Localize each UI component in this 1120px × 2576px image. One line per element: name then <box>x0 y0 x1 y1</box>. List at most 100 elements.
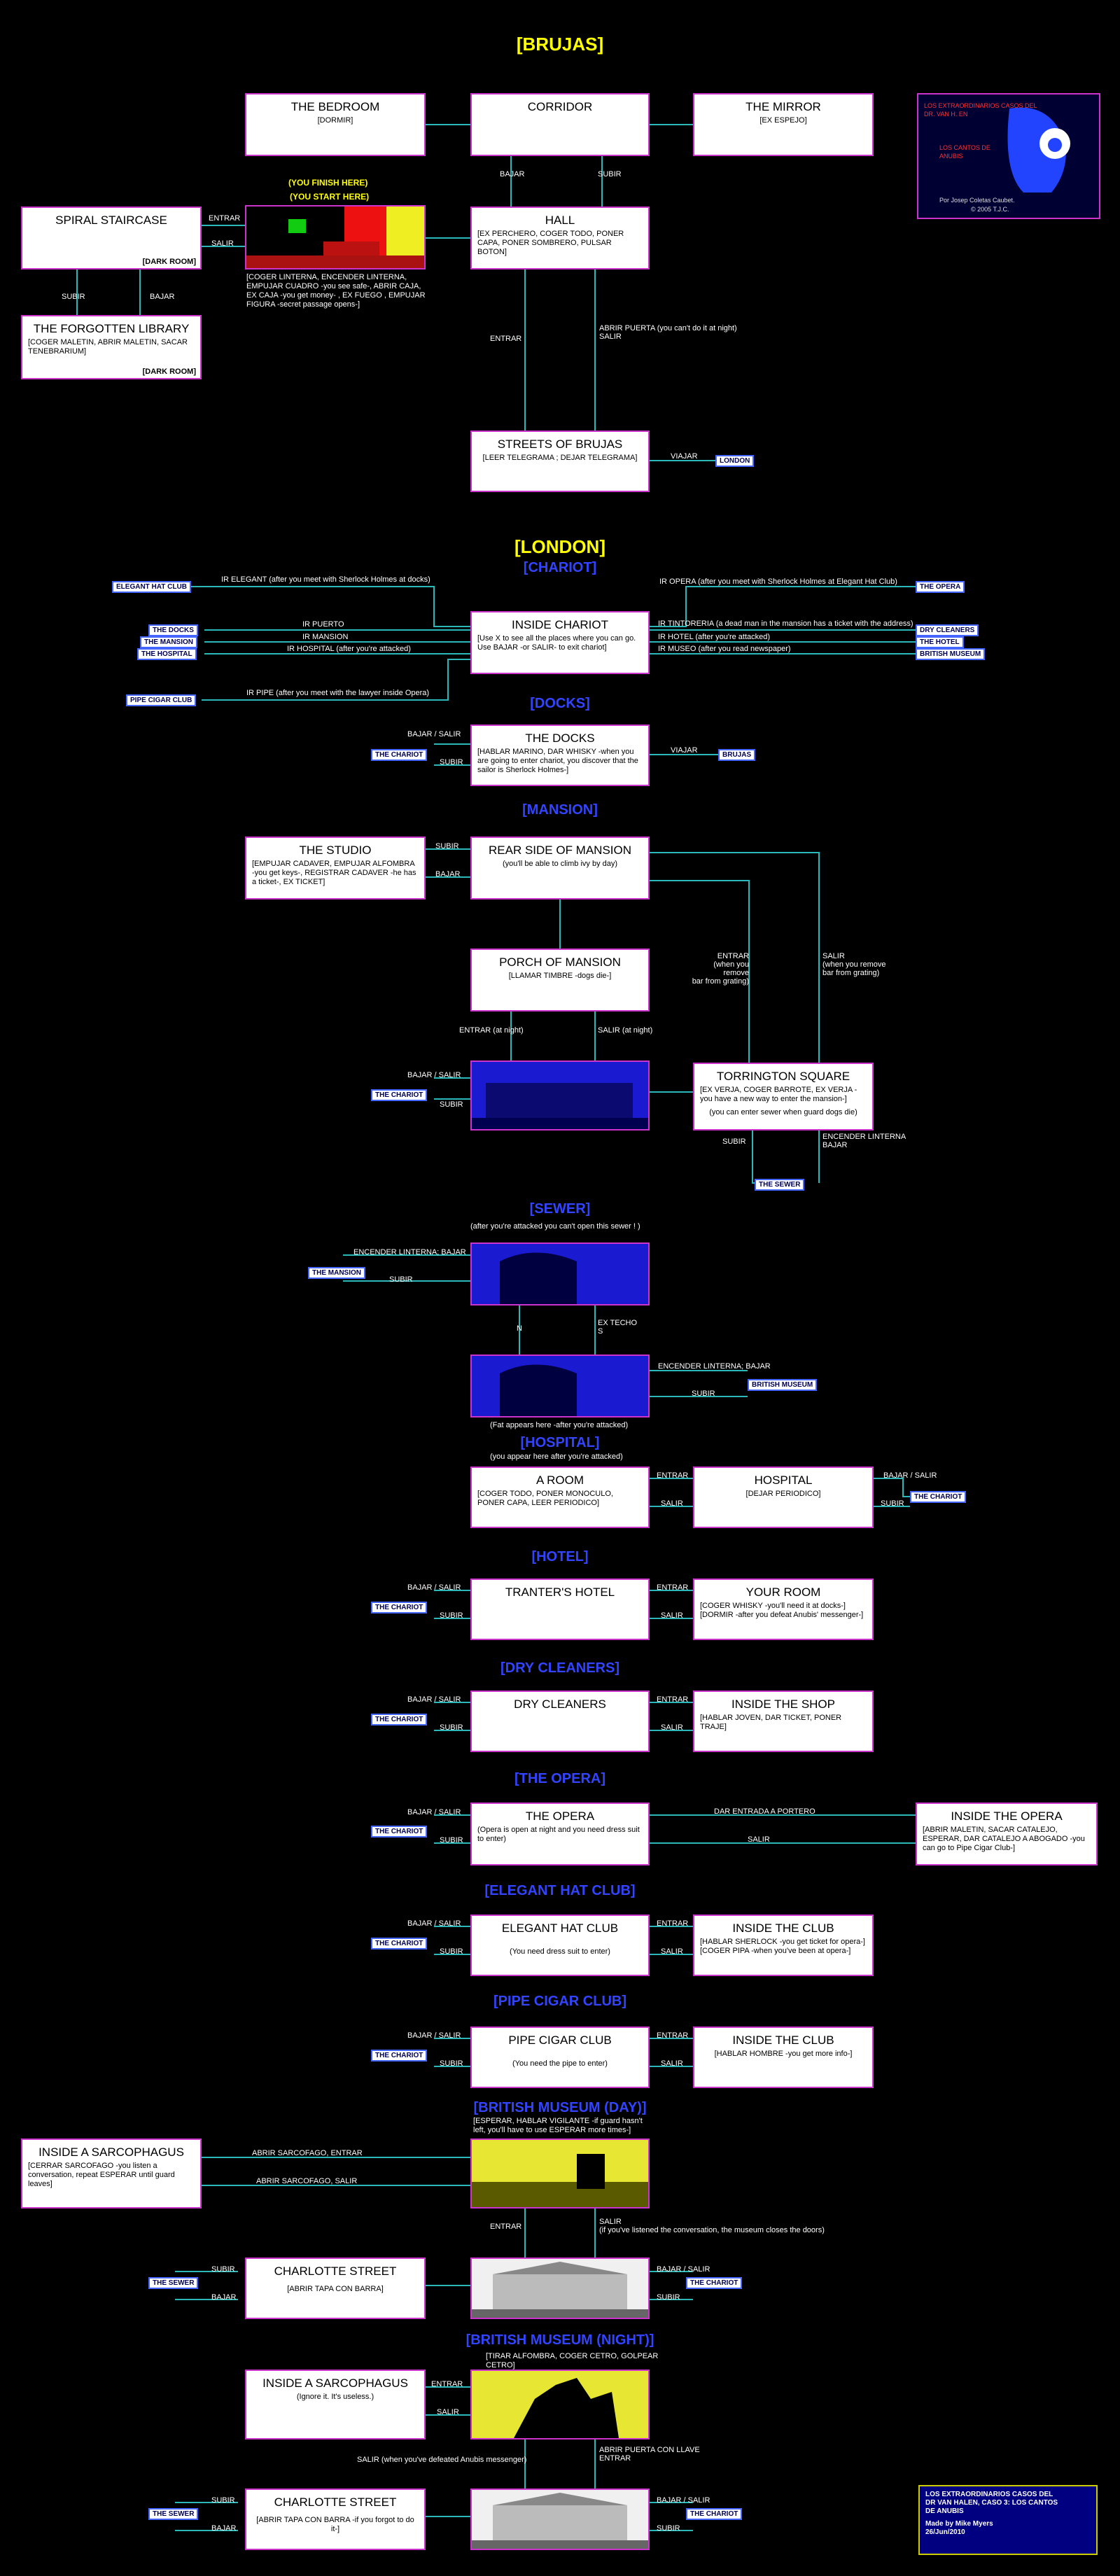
room-title: CHARLOTTE STREET <box>274 2264 397 2278</box>
room-dry-cleaners[interactable]: DRY CLEANERS <box>470 1690 650 1752</box>
room-title: CORRIDOR <box>527 100 593 113</box>
room-your-room[interactable]: YOUR ROOM [COGER WHISKY -you'll need it … <box>693 1578 874 1640</box>
start-here-note: (YOU START HERE) <box>290 192 370 202</box>
link-tag-the-chariot[interactable]: THE CHARIOT <box>371 1938 428 1949</box>
link-tag-the-chariot[interactable]: THE CHARIOT <box>371 749 428 761</box>
link-tag-the-sewer[interactable]: THE SEWER <box>148 2508 199 2520</box>
room-mirror[interactable]: THE MIRROR [EX ESPEJO] <box>693 93 874 156</box>
room-inside-a-sarcophagus-night[interactable]: INSIDE A SARCOPHAGUS (Ignore it. It's us… <box>245 2370 426 2440</box>
link-tag-the-hotel[interactable]: THE HOTEL <box>916 636 964 648</box>
link-tag-the-hospital[interactable]: THE HOSPITAL <box>137 648 197 660</box>
room-pipe-cigar-club[interactable]: PIPE CIGAR CLUB (You need the pipe to en… <box>470 2026 650 2088</box>
room-the-studio[interactable]: THE STUDIO [EMPUJAR CADAVER, EMPUJAR ALF… <box>245 836 426 899</box>
room-spiral-staircase[interactable]: SPIRAL STAIRCASE [DARK ROOM] <box>21 206 202 270</box>
room-inside-the-opera[interactable]: INSIDE THE OPERA [ABRIR MALETIN, SACAR C… <box>916 1802 1098 1865</box>
credits-line3: DE ANUBIS <box>925 2507 964 2515</box>
label-subir: SUBIR <box>722 1138 746 1146</box>
room-inside-the-club-pipe[interactable]: INSIDE THE CLUB [HABLAR HOMBRE -you get … <box>693 2026 874 2088</box>
room-forgotten-library[interactable]: THE FORGOTTEN LIBRARY [COGER MALETIN, AB… <box>21 315 202 379</box>
link-tag-the-mansion[interactable]: THE MANSION <box>308 1267 365 1279</box>
link-tag-elegant-hat-club[interactable]: ELEGANT HAT CLUB <box>112 581 191 593</box>
label-salir: SALIR <box>661 1499 683 1508</box>
room-corridor[interactable]: CORRIDOR <box>470 93 650 156</box>
link-tag-the-chariot[interactable]: THE CHARIOT <box>686 2277 743 2289</box>
label-subir: SUBIR <box>211 2496 235 2505</box>
room-desc: [LLAMAR TIMBRE -dogs die-] <box>508 972 612 980</box>
room-desc: [HABLAR HOMBRE -you get more info-] <box>714 2050 853 2058</box>
room-hall[interactable]: HALL [EX PERCHERO, COGER TODO, PONER CAP… <box>470 206 650 270</box>
room-porch-of-mansion[interactable]: PORCH OF MANSION [LLAMAR TIMBRE -dogs di… <box>470 948 650 1011</box>
section-elegant-hat-club: [ELEGANT HAT CLUB] <box>484 1883 636 1898</box>
room-title: THE OPERA <box>525 1809 595 1823</box>
link-tag-the-chariot[interactable]: THE CHARIOT <box>371 1089 428 1101</box>
label-ir-mansion: IR MANSION <box>302 633 349 641</box>
section-sewer: [SEWER] <box>529 1201 591 1217</box>
label-salir: SALIR <box>661 1611 683 1620</box>
room-inside-chariot[interactable]: INSIDE CHARIOT [Use X to see all the pla… <box>470 611 650 674</box>
room-inside-the-club-elegant[interactable]: INSIDE THE CLUB [HABLAR SHERLOCK -you ge… <box>693 1914 874 1976</box>
room-title: THE STUDIO <box>299 844 372 857</box>
link-tag-the-chariot[interactable]: THE CHARIOT <box>686 2508 743 2520</box>
room-inside-the-shop[interactable]: INSIDE THE SHOP [HABLAR JOVEN, DAR TICKE… <box>693 1690 874 1752</box>
room-title: TORRINGTON SQUARE <box>716 1070 850 1083</box>
room-title: INSIDE THE CLUB <box>732 1921 834 1935</box>
section-hospital: [HOSPITAL] <box>520 1435 600 1450</box>
museum-facade-day <box>470 2258 650 2319</box>
logo-line1: LOS EXTRAORDINARIOS CASOS DEL DR. VAN H.… <box>924 102 1037 118</box>
link-tag-the-docks[interactable]: THE DOCKS <box>148 624 198 636</box>
room-desc: (Ignore it. It's useless.) <box>296 2393 374 2401</box>
room-title: ELEGANT HAT CLUB <box>501 1921 619 1935</box>
link-tag-the-mansion[interactable]: THE MANSION <box>140 636 197 648</box>
label-subir: SUBIR <box>440 1611 463 1620</box>
room-inside-a-sarcophagus-day[interactable]: INSIDE A SARCOPHAGUS [CERRAR SARCOFAGO -… <box>21 2138 202 2208</box>
room-tranters-hotel[interactable]: TRANTER'S HOTEL <box>470 1578 650 1640</box>
room-bedroom[interactable]: THE BEDROOM [DORMIR] <box>245 93 426 156</box>
room-desc: (You need the pipe to enter) <box>512 2059 608 2068</box>
section-hotel: [HOTEL] <box>531 1549 589 1564</box>
bm-day-actions: [ESPERAR, HABLAR VIGILANTE -if guard has… <box>473 2117 643 2134</box>
link-tag-the-chariot[interactable]: THE CHARIOT <box>371 1602 428 1614</box>
label-bajar-salir: BAJAR / SALIR <box>407 1583 461 1592</box>
link-tag-the-chariot[interactable]: THE CHARIOT <box>371 1714 428 1726</box>
room-desc: (you'll be able to climb ivy by day) <box>502 860 618 868</box>
section-docks: [DOCKS] <box>530 696 590 711</box>
link-tag-the-sewer[interactable]: THE SEWER <box>148 2277 199 2289</box>
label-bajar: BAJAR <box>150 293 175 301</box>
museum-facade-night <box>470 2488 650 2550</box>
room-the-docks[interactable]: THE DOCKS [HABLAR MARINO, DAR WHISKY -wh… <box>470 724 650 786</box>
room-torrington-square[interactable]: TORRINGTON SQUARE [EX VERJA, COGER BARRO… <box>693 1063 874 1130</box>
label-subir: SUBIR <box>440 2059 463 2068</box>
label-ir-elegant: IR ELEGANT (after you meet with Sherlock… <box>221 575 430 584</box>
label-salir-night: SALIR (at night) <box>598 1026 653 1035</box>
link-tag-british-museum[interactable]: BRITISH MUSEUM <box>748 1379 818 1391</box>
label-bajar-salir: BAJAR / SALIR <box>407 1695 461 1704</box>
room-charlotte-street-night[interactable]: CHARLOTTE STREET [ABRIR TAPA CON BARRA -… <box>245 2488 426 2550</box>
link-tag-british-museum[interactable]: BRITISH MUSEUM <box>916 648 986 660</box>
label-entrar-night: ENTRAR (at night) <box>459 1026 524 1035</box>
link-tag-the-chariot[interactable]: THE CHARIOT <box>371 1826 428 1837</box>
room-hospital[interactable]: HOSPITAL [DEJAR PERIODICO] <box>693 1466 874 1528</box>
room-desc: [LEER TELEGRAMA ; DEJAR TELEGRAMA] <box>482 454 638 462</box>
link-tag-the-chariot[interactable]: THE CHARIOT <box>910 1491 967 1503</box>
link-tag-the-chariot[interactable]: THE CHARIOT <box>371 2050 428 2062</box>
link-tag-dry-cleaners[interactable]: DRY CLEANERS <box>916 624 979 636</box>
link-tag-london[interactable]: LONDON <box>715 455 755 467</box>
label-subir: SUBIR <box>389 1275 413 1284</box>
room-title: TRANTER'S HOTEL <box>505 1586 615 1599</box>
room-charlotte-street-day[interactable]: CHARLOTTE STREET [ABRIR TAPA CON BARRA] <box>245 2258 426 2319</box>
link-tag-the-sewer[interactable]: THE SEWER <box>755 1179 805 1191</box>
label-ir-hospital: IR HOSPITAL (after you're attacked) <box>287 645 411 653</box>
room-the-opera[interactable]: THE OPERA (Opera is open at night and yo… <box>470 1802 650 1865</box>
link-tag-brujas[interactable]: BRUJAS <box>718 749 756 761</box>
room-desc: [EX VERJA, COGER BARROTE, EX VERJA -you … <box>700 1086 858 1103</box>
link-tag-pipe-cigar-club[interactable]: PIPE CIGAR CLUB <box>126 694 197 706</box>
room-a-room[interactable]: A ROOM [COGER TODO, PONER MONOCULO, PONE… <box>470 1466 650 1528</box>
room-rear-side-of-mansion[interactable]: REAR SIDE OF MANSION (you'll be able to … <box>470 836 650 899</box>
label-entrar-grating: ENTRAR (when you remove bar from grating… <box>692 952 749 986</box>
room-streets-of-brujas[interactable]: STREETS OF BRUJAS [LEER TELEGRAMA ; DEJA… <box>470 430 650 492</box>
room-elegant-hat-club[interactable]: ELEGANT HAT CLUB (You need dress suit to… <box>470 1914 650 1976</box>
museum-night-scene-image <box>470 2370 650 2440</box>
link-tag-the-opera[interactable]: THE OPERA <box>916 581 965 593</box>
logo-line4: © 2005 T.J.C. <box>971 206 1009 213</box>
